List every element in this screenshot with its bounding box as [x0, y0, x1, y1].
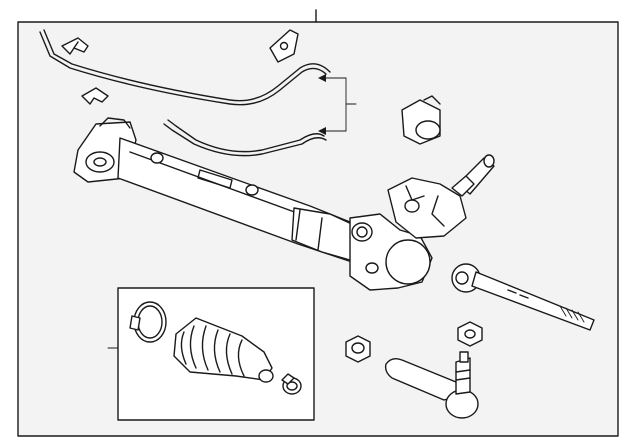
boot [173, 317, 274, 383]
steering-gear-assembly [73, 117, 495, 291]
boot-clamp [129, 301, 167, 343]
boot-kit-inset [107, 287, 315, 421]
callout-bracket-lines [318, 74, 357, 135]
mounting-bracket [269, 29, 299, 63]
lock-nut-upper [457, 321, 483, 347]
line-clip-lower [81, 87, 109, 105]
boot-clamp-small [281, 373, 302, 395]
outer-tie-rod-end [384, 351, 479, 419]
inner-tie-rod [451, 263, 595, 331]
pressure-line [39, 29, 331, 106]
seal-cap [401, 95, 441, 145]
return-line [163, 119, 327, 157]
line-clip-upper [61, 37, 89, 55]
lock-nut [345, 335, 371, 363]
